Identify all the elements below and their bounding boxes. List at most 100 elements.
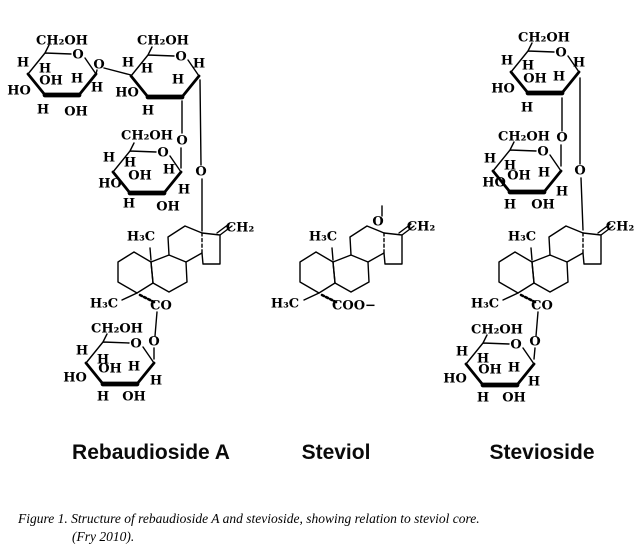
atom-label: H: [103, 151, 115, 166]
atom-label: O: [93, 58, 104, 73]
glycosidic-bonds: [533, 77, 584, 360]
atom-label: OH: [122, 390, 146, 405]
atom-label: H: [123, 197, 135, 212]
atom-label: H: [97, 353, 109, 368]
atom-label: CH₂: [226, 221, 254, 236]
atom-label: CO: [531, 299, 553, 314]
atom-label: H: [521, 101, 533, 116]
atom-label: H: [477, 352, 489, 367]
atom-label: H₃C: [471, 297, 499, 312]
atom-label: H: [538, 166, 550, 181]
atom-label: O: [72, 48, 83, 63]
atom-label: H: [556, 185, 568, 200]
atom-label: CH₂: [407, 220, 435, 235]
atom-label: O: [529, 335, 540, 350]
atom-label: HO: [443, 372, 467, 387]
atom-label: OH: [156, 200, 180, 215]
atom-label: O: [130, 337, 141, 352]
atom-label: CH₂OH: [121, 129, 173, 144]
atom-label: H: [37, 103, 49, 118]
atom-label: HO: [482, 176, 506, 191]
atom-label: O: [148, 335, 159, 350]
atom-label: H: [504, 198, 516, 213]
atom-label: HO: [98, 177, 122, 192]
atom-label: H₃C: [90, 297, 118, 312]
glycosidic-bonds: [95, 67, 203, 360]
atom-label: H: [501, 54, 513, 69]
atom-label: H: [163, 163, 175, 178]
structure-steviol: H₃C O CH₂ H₃C COO−: [271, 205, 435, 314]
atom-label: CH₂OH: [498, 130, 550, 145]
atom-label: O: [195, 165, 206, 180]
atom-label: H: [178, 183, 190, 198]
atom-label: H₃C: [271, 297, 299, 312]
atom-label: OH: [39, 74, 63, 89]
atom-label: O: [555, 46, 566, 61]
atom-label: HO: [7, 84, 31, 99]
atom-label: H: [76, 344, 88, 359]
atom-label: O: [372, 215, 383, 230]
atom-label: OH: [502, 391, 526, 406]
atom-label: O: [176, 134, 187, 149]
atom-label: CH₂OH: [137, 34, 189, 49]
atom-label: H: [522, 59, 534, 74]
atom-label: H: [456, 345, 468, 360]
figure-caption-line1: Figure 1. Structure of rebaudioside A an…: [17, 511, 480, 526]
atom-label: H: [124, 156, 136, 171]
atom-label: H₃C: [508, 230, 536, 245]
atom-label: H: [141, 62, 153, 77]
atom-label: H: [573, 56, 585, 71]
label-steviol: Steviol: [302, 441, 371, 464]
atom-label: O: [157, 146, 168, 161]
atom-label: H₃C: [127, 230, 155, 245]
atom-label: OH: [478, 363, 502, 378]
atom-label: OH: [64, 105, 88, 120]
atom-label: CH₂OH: [91, 322, 143, 337]
atom-label: OH: [98, 362, 122, 377]
label-rebaudioside-a: Rebaudioside A: [72, 441, 230, 464]
atom-label: CO: [150, 299, 172, 314]
atom-label: H: [142, 104, 154, 119]
atom-label: H: [122, 56, 134, 71]
atom-label: H: [477, 391, 489, 406]
atom-label: O: [574, 164, 585, 179]
atom-label: CH₂: [606, 220, 634, 235]
atom-label: OH: [507, 169, 531, 184]
atom-label: H: [553, 70, 565, 85]
atom-label: O: [510, 338, 521, 353]
atom-label: HO: [115, 86, 139, 101]
atom-label: H: [193, 57, 205, 72]
atom-label: H: [172, 73, 184, 88]
atom-label: O: [175, 50, 186, 65]
atom-label: H: [97, 390, 109, 405]
atom-label: CH₂OH: [36, 34, 88, 49]
atom-label: OH: [128, 169, 152, 184]
label-stevioside: Stevioside: [489, 441, 594, 464]
atom-label: COO−: [332, 299, 376, 314]
atom-label: H: [484, 152, 496, 167]
atom-label: H: [128, 360, 140, 375]
atom-label: H: [508, 361, 520, 376]
atom-label: HO: [63, 371, 87, 386]
atom-label: H: [504, 159, 516, 174]
atom-label: CH₂OH: [471, 323, 523, 338]
atom-label: H: [39, 62, 51, 77]
figure-caption-line2: (Fry 2010).: [72, 529, 134, 544]
atom-label: HO: [491, 82, 515, 97]
atom-label: H: [528, 375, 540, 390]
atom-label: OH: [531, 198, 555, 213]
atom-labels: H₃C O CH₂ H₃C COO−: [271, 215, 435, 314]
atom-label: H: [150, 374, 162, 389]
atom-label: H: [71, 72, 83, 87]
atom-label: H: [91, 81, 103, 96]
atom-label: O: [556, 131, 567, 146]
atom-label: O: [537, 145, 548, 160]
atom-label: OH: [523, 72, 547, 87]
atom-label: H₃C: [309, 230, 337, 245]
